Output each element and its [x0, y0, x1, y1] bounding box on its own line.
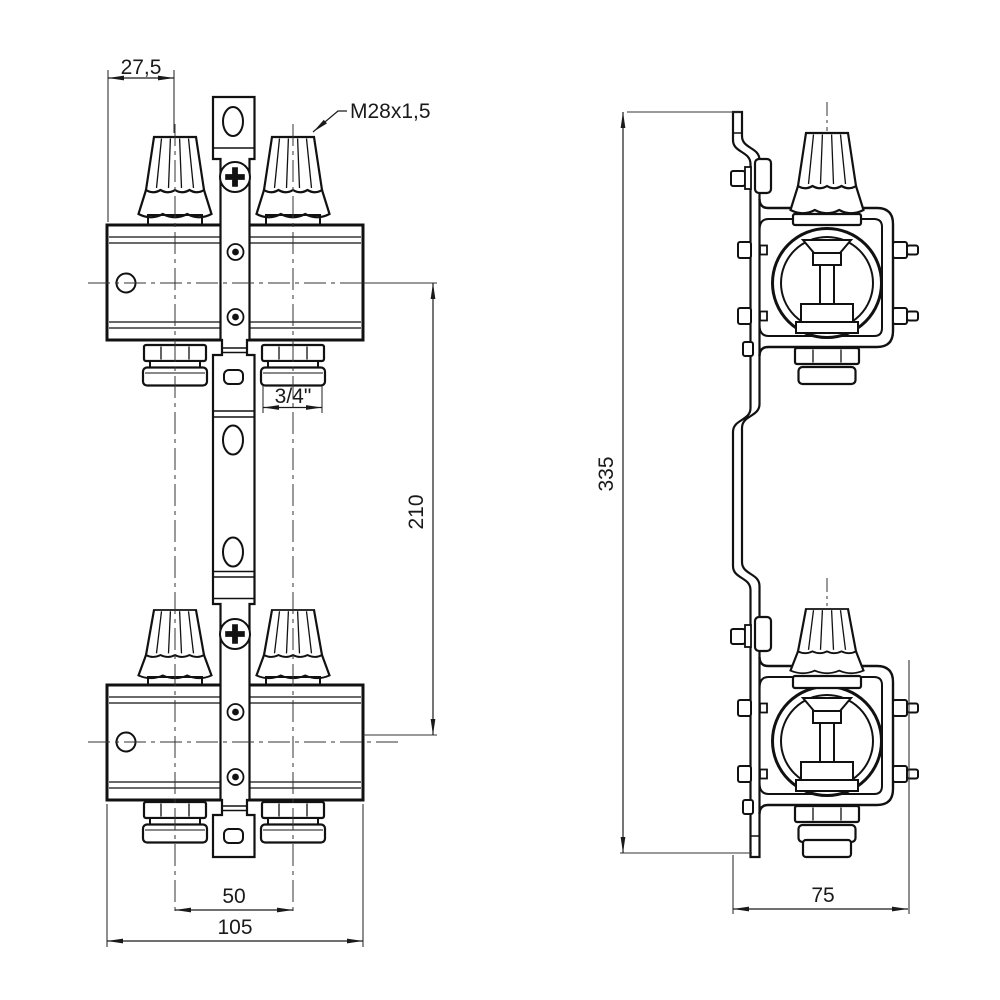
dim-bracket-offset: 27,5: [107, 56, 175, 222]
screw: [226, 768, 245, 786]
dim-label-75: 75: [811, 884, 834, 907]
side-view: 335 75: [595, 102, 920, 914]
rail-slot: [222, 536, 244, 568]
dim-manifold-width: 105: [106, 804, 364, 947]
dim-label-27-5: 27,5: [121, 56, 162, 79]
dim-label-50: 50: [222, 885, 245, 908]
dim-label-105: 105: [217, 916, 252, 939]
rail-slot: [222, 424, 244, 456]
side-cap-bottom: [789, 607, 865, 675]
phillips-screw: [219, 161, 251, 193]
outlet-pipe-end: [801, 838, 853, 859]
rail-slot-small: [223, 828, 244, 844]
thread-callout: M28x1,5: [312, 100, 431, 133]
centerlines-front: [88, 124, 400, 915]
dim-valve-spacing: 210: [363, 282, 437, 736]
phillips-screw: [219, 618, 251, 650]
side-cap-top: [789, 131, 865, 215]
front-view: 27,5 M28x1,5 3/4" 210 50 105: [88, 56, 437, 947]
screw: [226, 243, 245, 261]
bracket-profile: [731, 110, 761, 859]
dim-bracket-height: 335: [595, 111, 752, 854]
dim-depth: 75: [732, 660, 910, 914]
thread-label: M28x1,5: [350, 100, 431, 123]
rail-slot: [222, 106, 244, 137]
screw: [226, 703, 245, 721]
dim-label-210: 210: [405, 494, 428, 529]
screw: [226, 308, 245, 326]
dim-outlet-spacing: 50: [175, 885, 293, 913]
dim-label-335: 335: [595, 456, 618, 491]
dim-outlet-thread: 3/4": [262, 385, 323, 413]
dim-label-3-4: 3/4": [275, 385, 312, 408]
rail-slot-small: [223, 369, 244, 385]
mounting-rail: [211, 95, 256, 859]
